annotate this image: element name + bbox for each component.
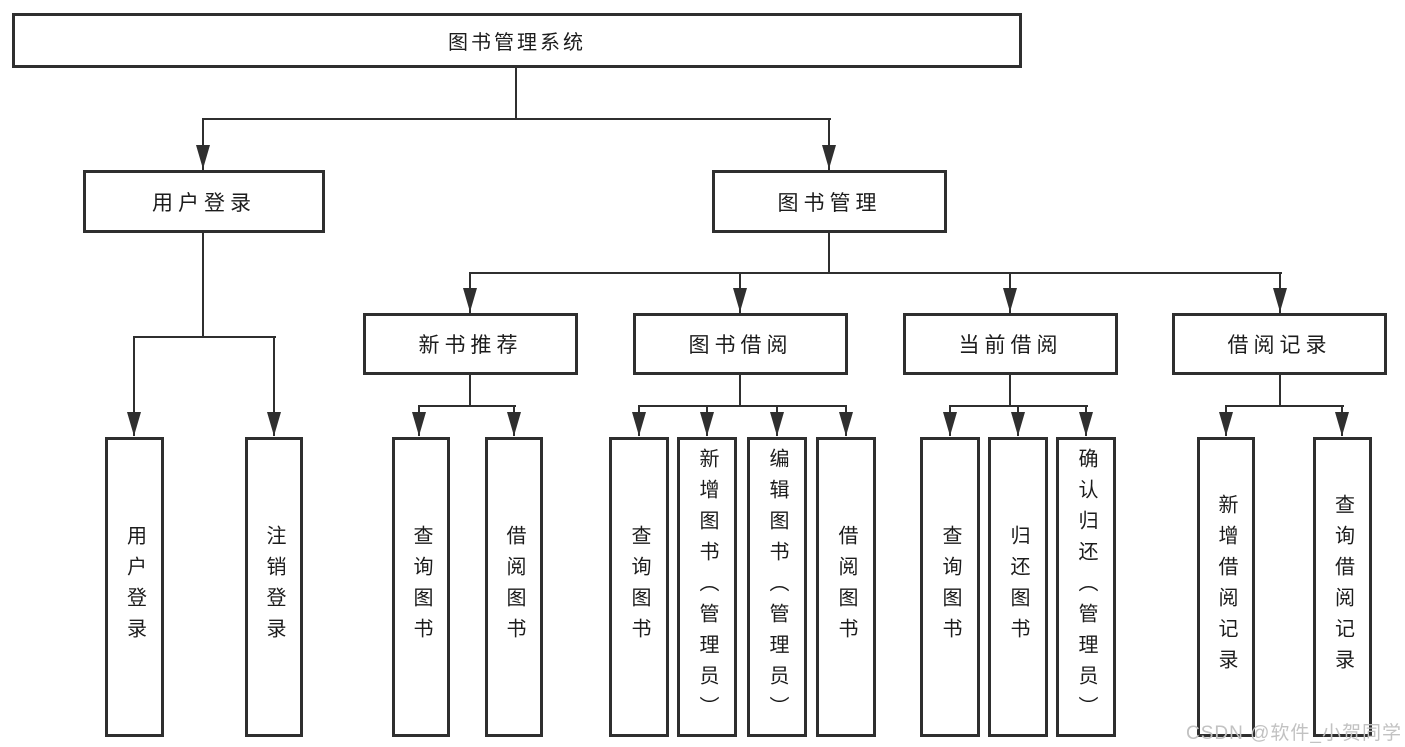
connector-line — [273, 336, 275, 436]
leaf-user-login: 用户登录 — [105, 437, 164, 737]
node-label: 查询借阅记录 — [1331, 494, 1354, 680]
node-book-management: 图书管理 — [712, 170, 947, 233]
node-label: 用户登录 — [152, 191, 256, 215]
connector-line — [418, 405, 516, 407]
leaf-logout: 注销登录 — [245, 437, 303, 737]
node-label: 查询图书 — [628, 525, 650, 649]
arrowhead-icon — [1273, 288, 1287, 312]
connector-line — [1279, 375, 1281, 406]
connector-line — [739, 375, 741, 406]
connector-line — [828, 118, 830, 170]
node-label: 新增借阅记录 — [1215, 494, 1237, 680]
arrowhead-icon — [700, 412, 714, 436]
arrowhead-icon — [632, 412, 646, 436]
csdn-watermark: CSDN @软件_小贺同学 — [1186, 723, 1402, 744]
connector-line — [515, 68, 517, 119]
leaf-query-books: 查询图书 — [392, 437, 450, 737]
leaf-return-books: 归还图书 — [988, 437, 1048, 737]
node-label: 用户登录 — [123, 525, 146, 649]
leaf-borrow-books: 借阅图书 — [485, 437, 543, 737]
arrowhead-icon — [1011, 412, 1025, 436]
arrowhead-icon — [1079, 412, 1093, 436]
node-label: 当前借阅 — [958, 334, 1063, 357]
node-new-book-recommendation: 新书推荐 — [363, 313, 578, 375]
node-label: 新书推荐 — [418, 334, 523, 357]
leaf-edit-books-admin: 编辑图书（管理员） — [747, 437, 807, 737]
connector-line — [133, 336, 135, 436]
node-borrowing-records: 借阅记录 — [1172, 313, 1387, 375]
leaf-add-books-admin: 新增图书（管理员） — [677, 437, 737, 737]
connector-line — [1225, 405, 1344, 407]
arrowhead-icon — [1003, 288, 1017, 312]
connector-line — [133, 336, 276, 338]
leaf-query-books: 查询图书 — [920, 437, 980, 737]
leaf-query-books: 查询图书 — [609, 437, 669, 737]
node-label: 查询图书 — [939, 525, 961, 649]
arrowhead-icon — [267, 412, 281, 436]
arrowhead-icon — [196, 145, 210, 169]
node-label: 归还图书 — [1007, 525, 1029, 649]
node-label: 借阅图书 — [503, 525, 525, 649]
node-label: 图书管理系统 — [448, 32, 586, 54]
node-label: 确认归还（管理员） — [1075, 447, 1097, 727]
node-label: 注销登录 — [263, 525, 285, 649]
arrowhead-icon — [412, 412, 426, 436]
connector-line — [202, 118, 831, 120]
node-label: 借阅图书 — [835, 525, 857, 649]
arrowhead-icon — [507, 412, 521, 436]
connector-line — [828, 233, 830, 273]
arrowhead-icon — [943, 412, 957, 436]
node-label: 查询图书 — [410, 525, 432, 649]
node-label: 图书管理 — [777, 191, 882, 215]
arrowhead-icon — [463, 288, 477, 312]
arrowhead-icon — [770, 412, 784, 436]
leaf-query-borrow-record: 查询借阅记录 — [1313, 437, 1372, 737]
connector-line — [469, 272, 1282, 274]
node-label: 借阅记录 — [1227, 334, 1332, 357]
connector-line — [469, 375, 471, 406]
node-label: 编辑图书（管理员） — [766, 447, 788, 727]
node-user-login: 用户登录 — [83, 170, 325, 233]
node-label: 新增图书（管理员） — [696, 447, 718, 727]
arrowhead-icon — [733, 288, 747, 312]
arrowhead-icon — [822, 145, 836, 169]
arrowhead-icon — [127, 412, 141, 436]
node-book-borrowing: 图书借阅 — [633, 313, 848, 375]
node-library-system: 图书管理系统 — [12, 13, 1022, 68]
connector-line — [202, 233, 204, 337]
connector-line — [202, 118, 204, 170]
connector-line — [1009, 375, 1011, 406]
arrowhead-icon — [839, 412, 853, 436]
leaf-confirm-return-admin: 确认归还（管理员） — [1056, 437, 1116, 737]
arrowhead-icon — [1335, 412, 1349, 436]
node-label: 图书借阅 — [688, 334, 793, 357]
connector-line — [638, 405, 847, 407]
arrowhead-icon — [1219, 412, 1233, 436]
leaf-add-borrow-record: 新增借阅记录 — [1197, 437, 1255, 737]
node-current-borrowing: 当前借阅 — [903, 313, 1118, 375]
leaf-borrow-books: 借阅图书 — [816, 437, 876, 737]
